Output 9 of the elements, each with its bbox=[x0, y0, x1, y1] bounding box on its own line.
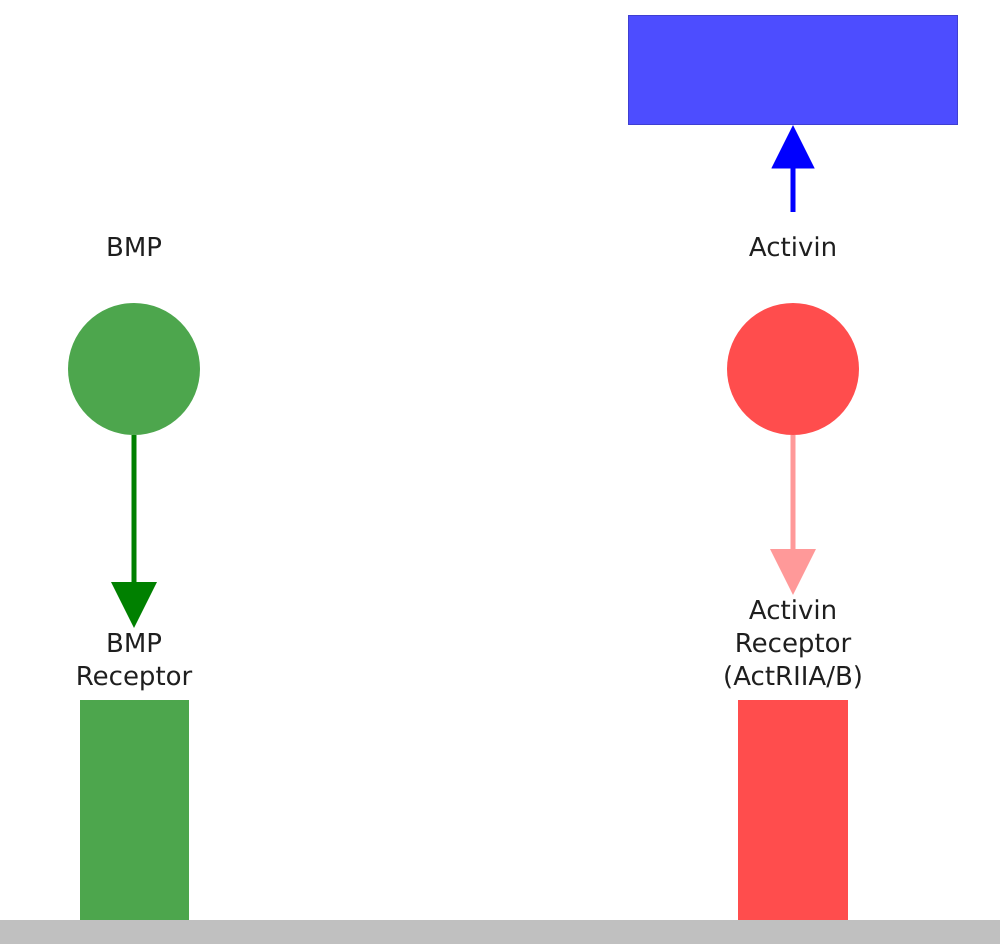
receptor-label: BMP Receptor bbox=[74, 628, 194, 694]
ligand-label: BMP bbox=[106, 232, 162, 265]
arrow bbox=[111, 435, 157, 628]
membrane-bar bbox=[0, 920, 1000, 944]
target-block bbox=[628, 15, 958, 125]
arrow bbox=[770, 435, 816, 595]
arrow bbox=[771, 125, 815, 212]
receptor-label: Activin Receptor (ActRIIA/B) bbox=[722, 595, 864, 694]
ligand-label: Activin bbox=[748, 232, 838, 265]
